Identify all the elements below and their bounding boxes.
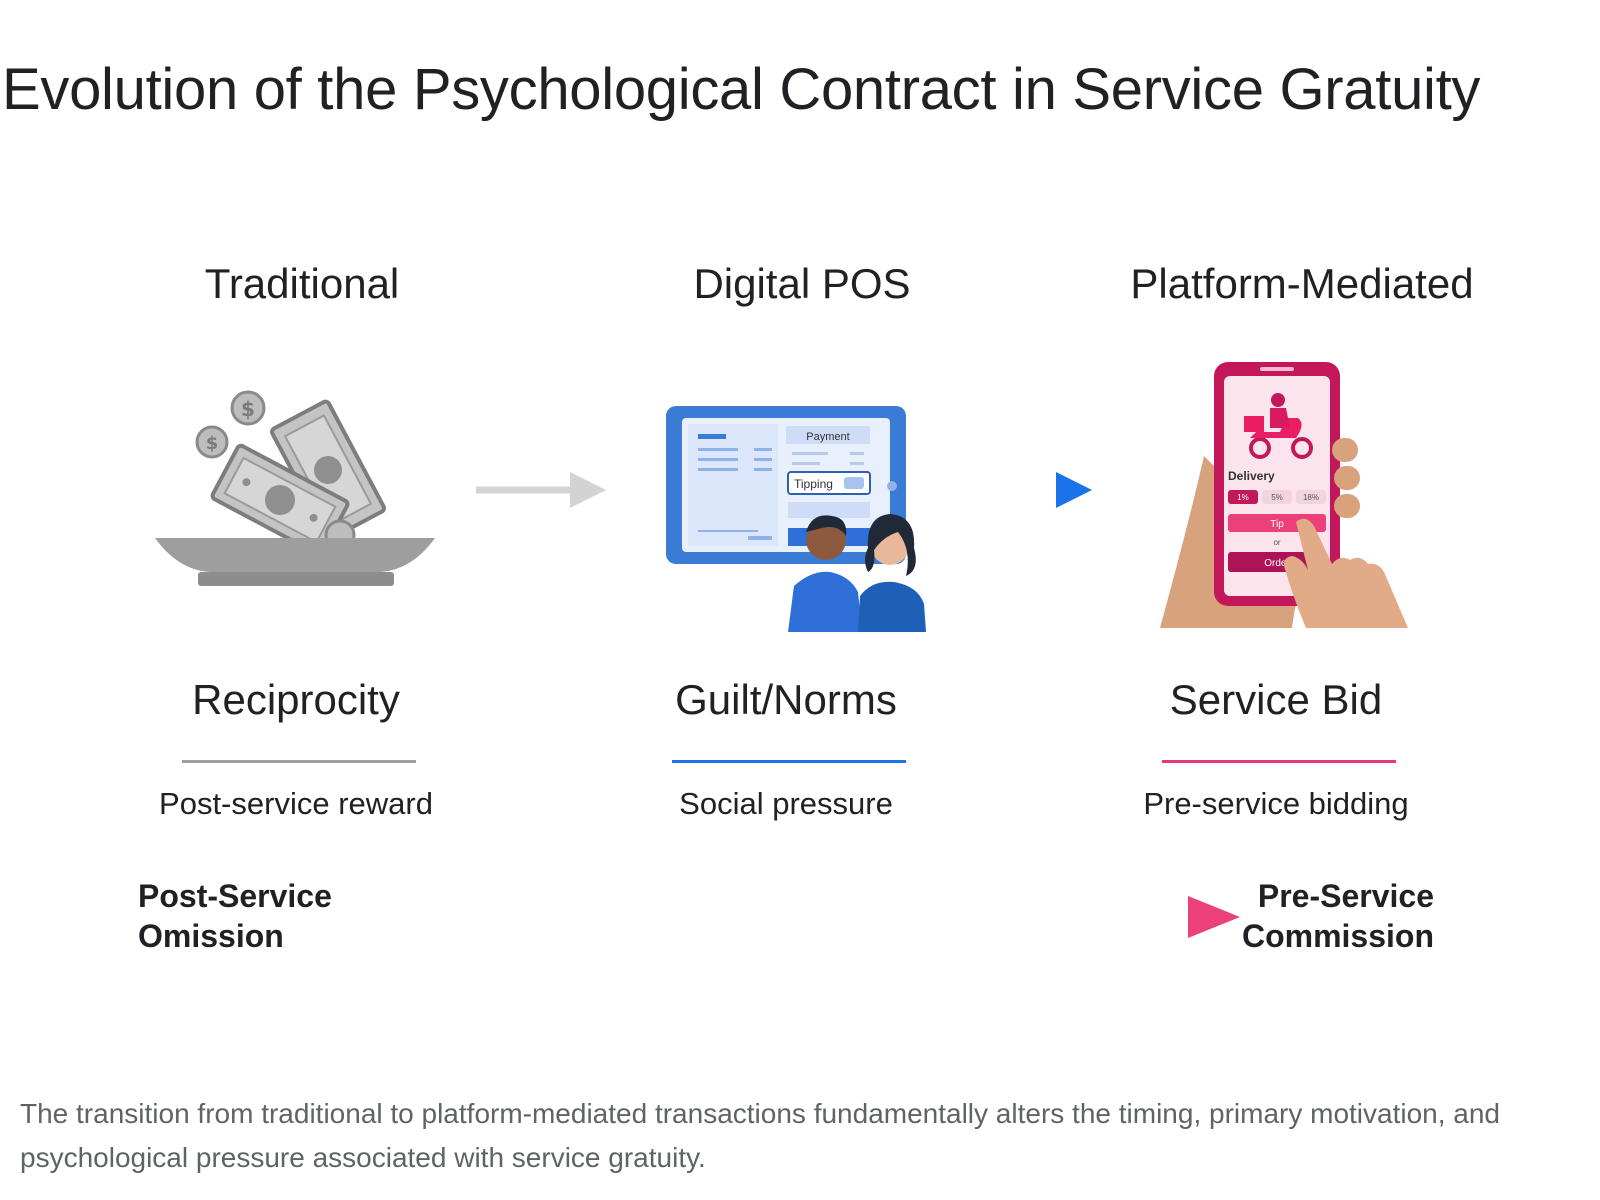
pos-screen-tipping-label: Tipping bbox=[794, 477, 833, 491]
tip-button-label: Tip bbox=[1270, 519, 1284, 530]
spectrum-end-line-1: Pre-Service bbox=[1257, 878, 1434, 914]
motivation-service-bid: Service Bid bbox=[1169, 676, 1383, 723]
pos-screen-payment-label: Payment bbox=[806, 431, 849, 443]
arrow-right-icon-gray bbox=[476, 472, 606, 508]
figure-caption: The transition from traditional to platf… bbox=[20, 1098, 1501, 1173]
spectrum-start-line-2: Omission bbox=[138, 918, 284, 954]
stage-title-digital-pos: Digital POS bbox=[693, 260, 911, 307]
order-button-label: Order bbox=[1264, 558, 1290, 569]
motivation-reciprocity: Reciprocity bbox=[192, 676, 400, 723]
spectrum-end-line-2: Commission bbox=[1241, 918, 1434, 954]
tip-option-label: 18% bbox=[1303, 493, 1319, 502]
or-separator: or bbox=[1273, 538, 1280, 547]
page-title: Evolution of the Psychological Contract … bbox=[2, 57, 1481, 122]
tip-option-label: 1% bbox=[1237, 493, 1249, 502]
accent-rule-platform bbox=[1162, 760, 1396, 763]
stage-title-platform-mediated: Platform-Mediated bbox=[1130, 260, 1474, 307]
stage-title-traditional: Traditional bbox=[204, 260, 400, 307]
tip-option-label: 5% bbox=[1271, 493, 1283, 502]
tip-option-button[interactable] bbox=[1262, 490, 1292, 504]
arrow-right-icon-blue bbox=[962, 472, 1092, 508]
svg-text:$: $ bbox=[206, 433, 219, 454]
delivery-app-phone-icon: Delivery 1% 5% 18% Tip or Order bbox=[1160, 362, 1408, 628]
app-delivery-heading: Delivery bbox=[1228, 469, 1275, 483]
accent-rule-traditional bbox=[182, 760, 416, 763]
timing-pre-service-bidding: Pre-service bidding bbox=[1143, 786, 1409, 821]
spectrum-start-line-1: Post-Service bbox=[138, 878, 332, 914]
tip-option-button[interactable] bbox=[1296, 490, 1326, 504]
timing-post-service-reward: Post-service reward bbox=[159, 786, 433, 821]
timing-social-pressure: Social pressure bbox=[679, 786, 893, 821]
spectrum-end-label: Pre-Service Commission bbox=[1242, 876, 1434, 956]
pos-tablet-icon: Payment Tipping bbox=[666, 406, 926, 632]
spectrum-start-label: Post-Service Omission bbox=[138, 876, 332, 956]
accent-rule-digital-pos bbox=[672, 760, 906, 763]
tip-plate-icon: $ $ bbox=[155, 390, 435, 586]
spectrum-arrow-icon bbox=[352, 896, 1240, 938]
motivation-guilt-norms: Guilt/Norms bbox=[675, 676, 897, 723]
svg-text:$: $ bbox=[241, 397, 255, 421]
tip-option-button[interactable] bbox=[1228, 490, 1258, 504]
